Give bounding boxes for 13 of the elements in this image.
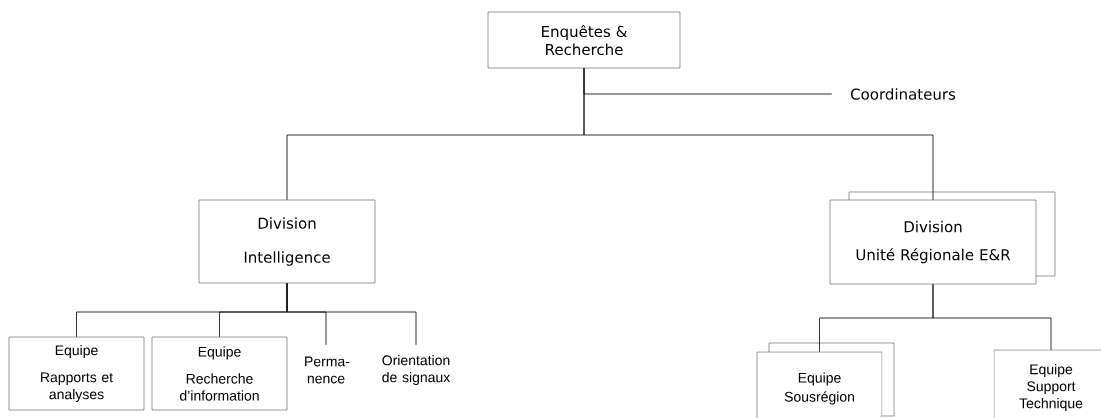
connector-line xyxy=(583,67,934,201)
unit-label: Orientation de signaux xyxy=(382,355,451,386)
unit-box: Enquêtes & Recherche xyxy=(487,11,681,69)
team-box: Equipe Recherche d’information xyxy=(151,336,288,411)
division-box: Division Unité Régionale E&R xyxy=(829,199,1037,285)
unit-label: Perma- nence xyxy=(305,356,350,384)
team-box: Equipe Rapports et analyses xyxy=(8,336,145,411)
connector-line xyxy=(286,282,417,346)
team-box: Equipe Support Technique xyxy=(993,349,1101,418)
connector-line xyxy=(932,283,1052,351)
unit-label: Coordinateurs xyxy=(851,88,956,100)
division-box: Division Intelligence xyxy=(198,199,376,284)
team-box: Equipe Sousrégion xyxy=(756,351,883,418)
